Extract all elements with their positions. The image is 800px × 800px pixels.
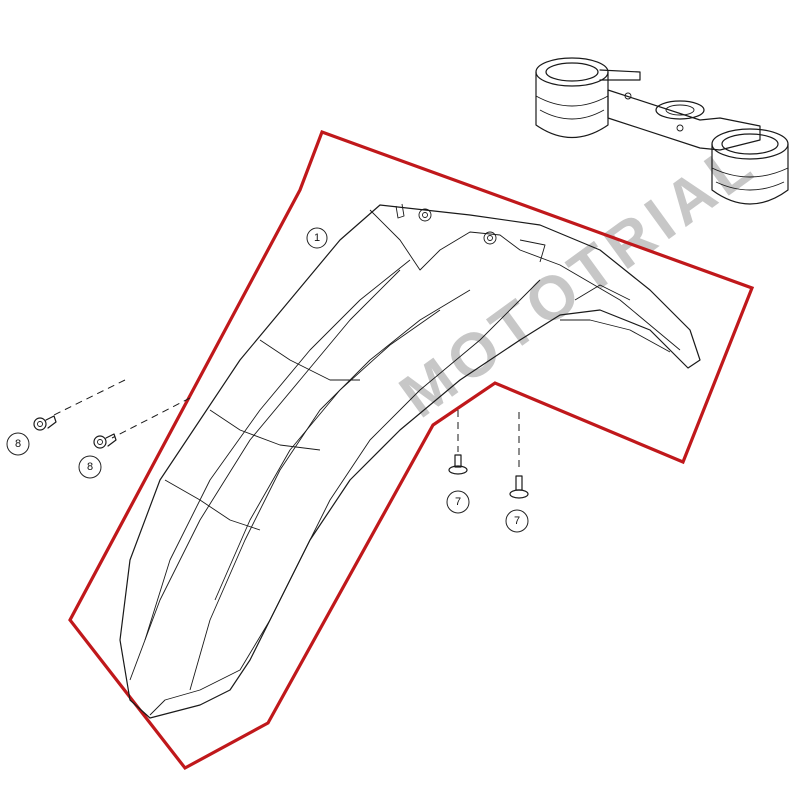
callout-part-8: 8	[78, 455, 102, 479]
front-fender-icon	[119, 203, 701, 719]
callout-number: 1	[314, 232, 320, 244]
screw-icon	[448, 454, 468, 475]
screw-icon	[509, 475, 529, 499]
assembly-outline	[68, 129, 755, 771]
callout-part-7: 7	[446, 490, 470, 514]
bolt-icon	[93, 433, 117, 449]
callout-number: 7	[455, 496, 461, 508]
callout-number: 7	[514, 515, 520, 527]
callout-part-1: 1	[306, 227, 328, 249]
callout-part-7: 7	[505, 509, 529, 533]
bolt-icon	[33, 415, 57, 431]
callout-number: 8	[15, 438, 21, 450]
callout-number: 8	[87, 461, 93, 473]
assembly-lead-lines	[51, 379, 520, 470]
callout-part-8: 8	[6, 432, 30, 456]
triple-clamp-icon	[535, 57, 789, 205]
